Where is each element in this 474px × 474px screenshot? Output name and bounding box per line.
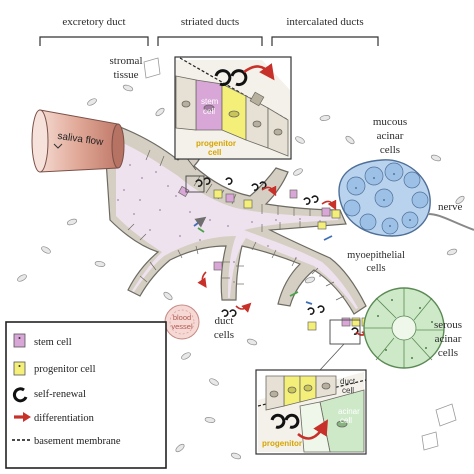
duct-cell-borders (127, 139, 345, 301)
excretory-duct-header: excretory duct (62, 16, 125, 28)
stromal-label-1: stromal (110, 55, 143, 67)
intercalated-ducts-header: intercalated ducts (286, 16, 363, 28)
nerve-fiber (427, 213, 474, 231)
mucous-label-2: acinar (377, 130, 404, 142)
duct-cells-label-2: cells (214, 329, 234, 341)
duct-diff-arrows (197, 185, 372, 339)
legend: stem cell progenitor cell self-renewal d… (5, 321, 167, 469)
serous-label-1: serous (434, 319, 462, 331)
stromal-label-2: tissue (113, 69, 138, 81)
serous-label-3: cells (438, 347, 458, 359)
inset-acinar-label-2: cell (340, 416, 352, 425)
inset-stem-label-1: stem (201, 97, 219, 106)
mucous-acinus (338, 159, 431, 237)
duct-cells-label-1: duct (215, 315, 234, 327)
legend-stem-label: stem cell (34, 337, 72, 348)
lumen-dots (117, 164, 321, 283)
nerve-label: nerve (438, 201, 463, 213)
blood-vessel-label-2: vessel (171, 322, 193, 331)
inset-bottom: duct cell acinar cell progenitor (255, 319, 367, 455)
blood-vessel-label-1: blood (173, 313, 191, 322)
legend-progenitor-swatch (13, 361, 26, 376)
serous-label-2: acinar (435, 333, 462, 345)
serous-acinus (363, 287, 445, 369)
inset-progenitor-label-1: progenitor (196, 139, 236, 148)
legend-stem-swatch (13, 333, 26, 348)
legend-self-renewal-label: self-renewal (34, 389, 86, 400)
mucous-label-1: mucous (373, 116, 407, 128)
excretory-tube (31, 109, 125, 173)
header-brackets (39, 36, 379, 46)
myoepithelial-label-2: cells (366, 263, 385, 274)
legend-basement-label: basement membrane (34, 436, 121, 447)
striated-ducts-header: striated ducts (181, 16, 239, 28)
myoepithelial-label-1: myoepithelial (347, 250, 405, 261)
mucous-label-3: cells (380, 144, 400, 156)
legend-progenitor-label: progenitor cell (34, 364, 96, 375)
duct-renewal-markers (195, 177, 359, 335)
inset-top: stem cell progenitor cell (174, 56, 292, 193)
legend-self-renewal-icon (12, 387, 28, 403)
inset-duct-label-1: duct (340, 377, 356, 386)
inset-progenitor-label-2: cell (208, 148, 221, 157)
inset-progenitor-label: progenitor (262, 439, 302, 448)
legend-differentiation-label: differentiation (34, 413, 95, 424)
migration-arrows (193, 216, 333, 305)
inset-stem-label-2: cell (203, 107, 215, 116)
duct-lumen (116, 140, 358, 309)
inset-acinar-label-1: acinar (338, 407, 360, 416)
stromal-diamonds (143, 57, 457, 451)
inset-duct-label-2: cell (342, 386, 354, 395)
